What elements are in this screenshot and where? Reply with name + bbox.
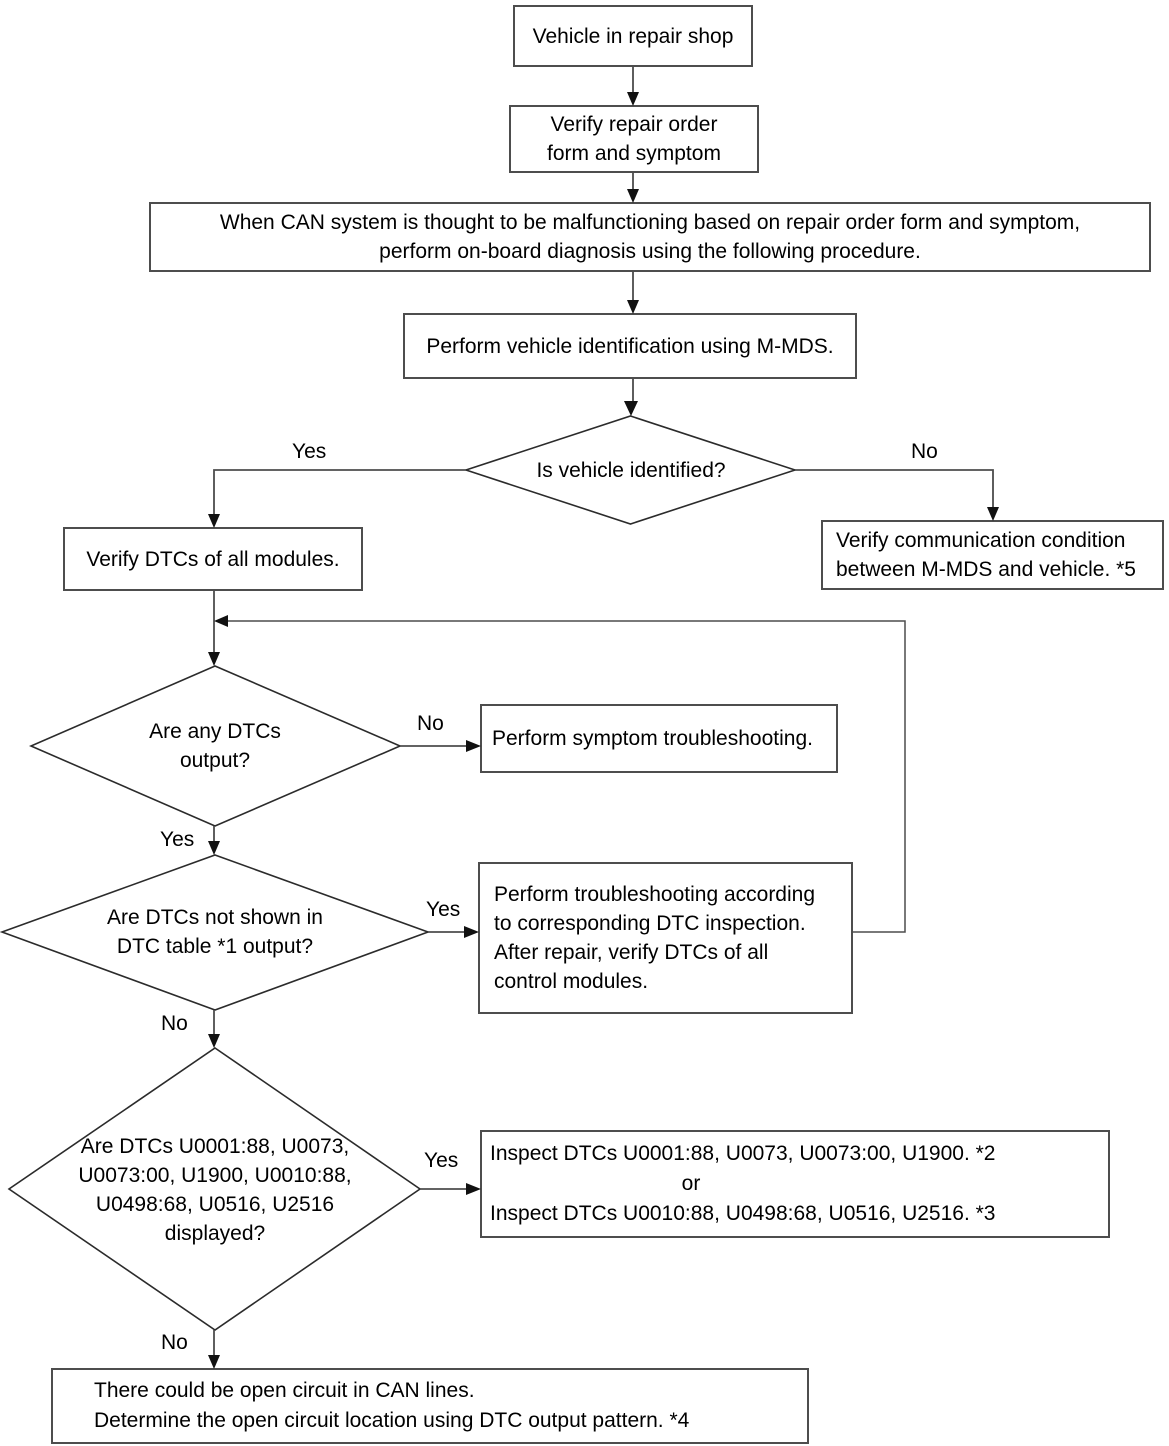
- arrowhead-verify-order: [627, 92, 639, 106]
- edge-feedback-loop: [226, 620, 906, 933]
- edge-label-dtc-codes-yes: Yes: [424, 1149, 459, 1172]
- arrowhead-verify-communication: [987, 507, 999, 521]
- arrowhead-symptom-troubleshooting: [466, 740, 481, 752]
- arrowhead-feedback-loop: [214, 615, 228, 627]
- arrowhead-vehicle-id: [627, 300, 639, 314]
- edge-vehicle-identified-yes: [213, 469, 466, 520]
- arrowhead-are-any-dtcs-output: [208, 652, 220, 666]
- node-symptom-troubleshooting-shape: [480, 704, 838, 773]
- node-perform-troubleshooting-shape: [478, 862, 853, 1014]
- node-is-vehicle-identified-shape: [463, 415, 798, 525]
- node-open-circuit-shape: [51, 1368, 809, 1444]
- node-start-shape: [513, 5, 753, 67]
- arrowhead-can-note: [627, 189, 639, 203]
- node-verify-dtcs-all-modules-shape: [63, 527, 363, 591]
- edge-label-any-dtcs-no: No: [417, 712, 444, 735]
- arrowhead-open-circuit: [208, 1355, 220, 1369]
- node-open-circuit-lines: There could be open circuit in CAN lines…: [94, 1376, 794, 1436]
- node-verify-communication-shape: [821, 520, 1164, 590]
- arrowhead-perform-troubleshooting: [464, 926, 479, 938]
- node-dtcs-not-in-table-shape: [0, 854, 431, 1011]
- open-circuit-line-2: Determine the open circuit location usin…: [94, 1409, 690, 1432]
- node-vehicle-id-shape: [403, 313, 857, 379]
- edge-label-dtc-table-no: No: [161, 1012, 188, 1035]
- node-inspect-dtcs-shape: [480, 1130, 1110, 1238]
- edge-label-dtc-codes-no: No: [161, 1331, 188, 1354]
- edge-label-dtc-table-yes: Yes: [426, 898, 461, 921]
- node-dtc-codes-displayed-shape: [7, 1047, 422, 1331]
- arrowhead-inspect-dtcs: [466, 1183, 481, 1195]
- edge-label-vehicle-identified-yes: Yes: [292, 440, 327, 463]
- inspect-dtcs-line-2: or: [681, 1172, 701, 1195]
- edge-label-vehicle-identified-no: No: [911, 440, 938, 463]
- edge-label-any-dtcs-yes: Yes: [160, 828, 195, 851]
- inspect-dtcs-line-3: Inspect DTCs U0010:88, U0498:68, U0516, …: [490, 1202, 996, 1225]
- open-circuit-line-1: There could be open circuit in CAN lines…: [94, 1379, 475, 1402]
- node-are-any-dtcs-output-shape: [28, 665, 403, 827]
- inspect-dtcs-line-1: Inspect DTCs U0001:88, U0073, U0073:00, …: [490, 1142, 996, 1165]
- node-inspect-dtcs-lines: Inspect DTCs U0001:88, U0073, U0073:00, …: [490, 1138, 1102, 1230]
- arrowhead-verify-dtcs-all-modules: [208, 514, 220, 528]
- arrowhead-dtcs-not-in-table: [208, 841, 220, 855]
- arrowhead-is-vehicle-identified: [624, 401, 638, 416]
- edge-vehicle-identified-no: [795, 469, 994, 513]
- arrowhead-dtc-codes-displayed: [208, 1034, 220, 1048]
- node-verify-order-shape: [509, 105, 759, 173]
- node-can-note-shape: [149, 202, 1151, 272]
